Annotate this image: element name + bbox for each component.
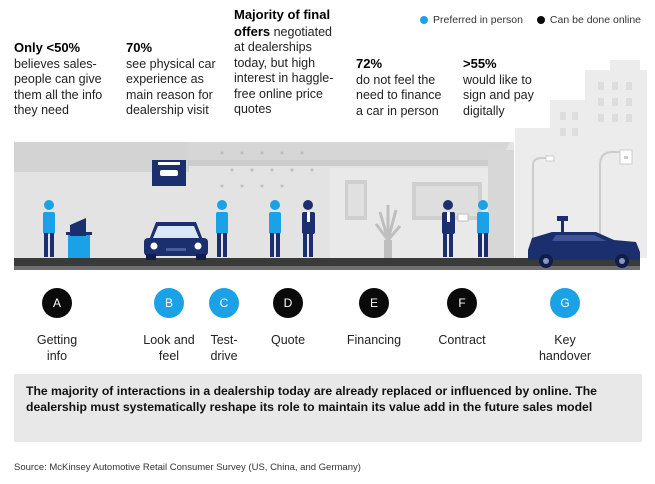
step-circle-a: A: [42, 288, 72, 318]
legend-label-online: Can be done online: [549, 14, 641, 26]
step-financing: E Financing: [334, 288, 414, 348]
stat-bold: Only <50%: [14, 40, 81, 55]
person-test-drive: [216, 200, 228, 257]
stat-text: see physical car experience as main reas…: [126, 56, 216, 118]
stat-bold: 70%: [126, 40, 153, 55]
legend-item-online: Can be done online: [536, 14, 641, 26]
step-label: Key handover: [538, 333, 592, 363]
stat-bold: Majority of final offers: [234, 7, 331, 39]
dealership-illustration: [14, 60, 647, 270]
step-label: Contract: [438, 333, 486, 347]
stat-text: negotiated at dealerships today, but hig…: [234, 24, 334, 117]
step-label: Look and feel: [143, 333, 195, 363]
stat-contract: >55% would like to sign and pay digitall…: [463, 56, 553, 119]
step-key-handover: G Key handover: [525, 288, 605, 364]
step-getting-info: A Getting info: [17, 288, 97, 364]
step-circle-b: B: [154, 288, 184, 318]
person-getting-info: [43, 200, 55, 257]
legend-label-in-person: Preferred in person: [433, 14, 523, 26]
legend-dot-online: [536, 16, 545, 24]
stat-getting-info: Only <50% believes sales- people can giv…: [14, 40, 122, 119]
street-lamps: [532, 151, 622, 258]
summary-box: The majority of interactions in a dealer…: [14, 374, 642, 442]
people-contract: [442, 200, 489, 257]
ground-line: [14, 258, 640, 266]
step-circle-d: D: [273, 288, 303, 318]
car-key-handover: [528, 216, 640, 268]
step-circle-e: E: [359, 288, 389, 318]
step-label: Getting info: [36, 333, 78, 363]
legend-item-in-person: Preferred in person: [420, 14, 523, 26]
stat-bold: 72%: [356, 56, 383, 71]
stat-look-and-feel: 70% see physical car experience as main …: [126, 40, 234, 119]
step-label: Test- drive: [210, 333, 238, 363]
info-desk: [66, 218, 92, 258]
stat-financing: 72% do not feel the need to finance a ca…: [356, 56, 456, 119]
stat-text: would like to sign and pay digitally: [463, 72, 534, 118]
step-quote: D Quote: [248, 288, 328, 348]
dealership-sign: [152, 160, 186, 186]
people-quote: [269, 200, 315, 257]
step-label: Financing: [346, 333, 402, 347]
step-contract: F Contract: [422, 288, 502, 348]
legend-dot-in-person: [420, 16, 429, 24]
stat-quote: Majority of final offers negotiated at d…: [234, 7, 352, 118]
source-note: Source: McKinsey Automotive Retail Consu…: [14, 462, 361, 473]
step-test-drive: C Test- drive: [184, 288, 264, 364]
car-look-and-feel: [144, 222, 208, 260]
step-circle-g: G: [550, 288, 580, 318]
stat-bold: >55%: [463, 56, 497, 71]
step-look-and-feel: B Look and feel: [129, 288, 209, 364]
stat-text: believes sales- people can give them all…: [14, 56, 103, 118]
stat-text: do not feel the need to finance a car in…: [356, 72, 442, 118]
legend: Preferred in person Can be done online: [420, 14, 641, 26]
skyline-windows: [560, 82, 632, 136]
plant-icon: [374, 205, 402, 258]
step-circle-c: C: [209, 288, 239, 318]
step-label: Quote: [270, 333, 306, 347]
step-circle-f: F: [447, 288, 477, 318]
